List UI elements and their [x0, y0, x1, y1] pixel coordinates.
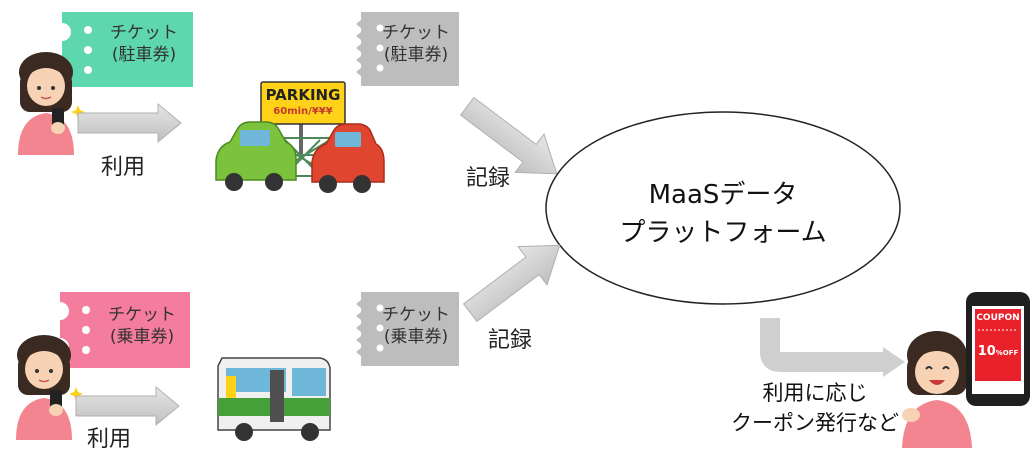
bus-ticket-vehicle-line1: チケット — [382, 305, 450, 325]
coupon-off: OFF — [1002, 349, 1019, 357]
bus-ticket-vehicle-text: チケット (乗車券) — [370, 304, 462, 348]
parking-ticket-user-line1: チケット — [110, 23, 178, 43]
bus-ticket-user — [60, 292, 190, 368]
car-icon-red — [311, 123, 385, 193]
parking-ticket-lot-text: チケット (駐車券) — [370, 22, 462, 66]
platform-label: MaaSデータ プラットフォーム — [590, 176, 856, 252]
use-arrow-bottom — [75, 385, 180, 427]
use-arrow-top — [77, 102, 182, 144]
parking-ticket-user-line2: (駐車券) — [111, 45, 177, 65]
platform-line1: MaaSデータ — [648, 180, 798, 210]
parking-ticket-user-text: チケット (駐車券) — [96, 22, 192, 66]
bus-ticket-user-text: チケット (乗車券) — [94, 304, 190, 348]
bus-ticket-user-line2: (乗車券) — [109, 327, 175, 347]
platform-ellipse — [545, 111, 901, 305]
parking-ticket-lot — [356, 12, 459, 86]
bus-ticket-vehicle — [356, 292, 459, 366]
parking-sign-sub: 60min/¥¥¥ — [273, 106, 333, 117]
coupon-caption-line1: 利用に応じ — [762, 381, 868, 405]
coupon-pct: 10 — [977, 344, 996, 359]
coupon-phone-icon — [966, 292, 1030, 406]
parking-ticket-user — [62, 12, 193, 87]
coupon-unit: % — [995, 349, 1003, 357]
coupon-caption: 利用に応じ クーポン発行など — [720, 378, 910, 438]
coupon-caption-line2: クーポン発行など — [731, 411, 899, 435]
record-label-top: 記録 — [466, 166, 511, 191]
bus-ticket-user-line1: チケット — [108, 305, 176, 325]
coupon-connector-head — [883, 347, 905, 377]
coupon-connector — [760, 318, 885, 372]
smartphone-user-icon-bottom — [16, 335, 83, 440]
bus-ticket-vehicle-line2: (乗車券) — [383, 327, 449, 347]
record-arrow-bottom — [462, 244, 561, 323]
parking-sign-title: PARKING — [265, 86, 341, 104]
record-arrow-top — [459, 96, 558, 175]
parking-ticket-lot-line2: (駐車券) — [383, 45, 449, 65]
record-label-bottom: 記録 — [488, 328, 533, 353]
coupon-discount: 10%OFF — [975, 340, 1021, 359]
use-label-top: 利用 — [101, 155, 146, 180]
bus-icon — [217, 357, 331, 441]
smartphone-user-icon — [18, 52, 85, 155]
happy-user-icon — [902, 331, 972, 448]
parking-ticket-lot-line1: チケット — [382, 23, 450, 43]
coupon-word: COUPON — [976, 313, 1020, 323]
platform-line2: プラットフォーム — [619, 218, 827, 248]
car-icon-green — [215, 121, 297, 191]
use-label-bottom: 利用 — [87, 427, 132, 452]
